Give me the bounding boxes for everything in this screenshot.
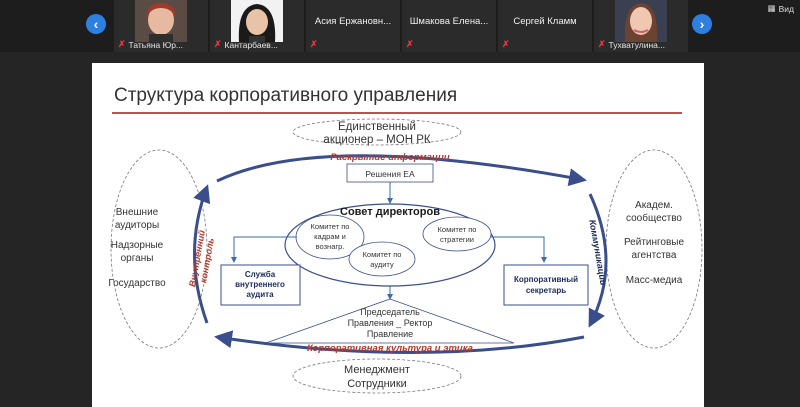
internal-audit-line3: аудита [246, 290, 274, 299]
grid-icon: ▦ [767, 3, 776, 13]
mic-muted-icon: ✗ [406, 39, 414, 49]
participant-strip: ‹ ✗Татьяна Юр... ✗Кантарбаев... Асия Ерж… [0, 0, 800, 52]
right-oval-line5: Масс-медиа [626, 275, 683, 286]
management-line2: Сотрудники [347, 378, 407, 390]
internal-audit-box [220, 264, 301, 306]
audit-committee-line2: аудиту [370, 260, 394, 269]
board-label: Совет директоров [340, 206, 440, 218]
participant-tile-5[interactable]: Сергей Кламм ✗ [498, 0, 592, 52]
participant-tile-2[interactable]: ✗Кантарбаев... [210, 0, 304, 52]
internal-audit-line2: внутреннего [235, 280, 285, 289]
participant-tile-4[interactable]: Шмакова Елена... ✗ [402, 0, 496, 52]
left-oval-line1: Внешние [116, 207, 159, 218]
strategy-committee-line2: стратегии [440, 235, 474, 244]
governance-diagram: Единственный акционер – МОН РК Раскрытие… [108, 118, 703, 394]
decisions-label: Решения ЕА [365, 169, 415, 179]
right-oval-line4: агентства [632, 250, 677, 261]
left-oval-line4: органы [121, 253, 154, 264]
participant-video-2 [231, 0, 283, 42]
hr-committee-line2: кадрам и [314, 232, 346, 241]
shareholder-oval [292, 118, 462, 146]
participant-video-1 [135, 0, 187, 42]
communications-arrow [588, 193, 608, 328]
disclosure-label: Раскрытие информации [330, 152, 449, 163]
corp-secretary-line1: Корпоративный [514, 275, 578, 284]
slide-title: Структура корпоративного управления [114, 85, 458, 106]
hr-committee-line1: Комитет по [311, 222, 350, 231]
mic-muted-icon: ✗ [502, 39, 510, 49]
right-oval-line3: Рейтинговые [624, 237, 685, 248]
stakeholders-left-oval [110, 149, 208, 349]
participant-name-6: Тухватулина... [608, 39, 665, 50]
internal-control-arrow [193, 184, 211, 324]
culture-label: Корпоративная культура и этика [307, 343, 473, 354]
shared-slide: Структура корпоративного управления [92, 63, 704, 407]
audit-committee-line1: Комитет по [363, 250, 402, 259]
hr-committee-line3: вознагр. [316, 242, 345, 251]
corp-secretary-box [503, 264, 589, 306]
chairman-line3: Правление [367, 329, 413, 339]
right-oval-line1: Академ. [635, 200, 673, 211]
left-oval-line3: Надзорные [111, 240, 164, 251]
participant-name-1: Татьяна Юр... [128, 39, 184, 50]
audit-link-arrow [231, 236, 297, 263]
mic-muted-icon: ✗ [118, 39, 126, 49]
participant-name-5: Сергей Кламм [513, 16, 577, 27]
chairman-line2: Правления _ Ректор [348, 318, 433, 328]
shareholder-line1: Единственный [338, 121, 416, 133]
participant-name-2: Кантарбаев... [224, 39, 278, 50]
internal-audit-line1: Служба [245, 270, 276, 279]
next-page-button[interactable]: › [692, 14, 712, 34]
audit-committee-oval [348, 241, 416, 277]
view-label: Вид [778, 3, 794, 14]
participant-name-4: Шмакова Елена... [409, 16, 489, 27]
shareholder-line2: акционер – МОН РК [323, 134, 430, 146]
management-line1: Менеджмент [344, 364, 410, 376]
participant-tile-6[interactable]: ✗Тухватулина... [594, 0, 688, 52]
strategy-committee-line1: Комитет по [438, 225, 477, 234]
culture-arrow [214, 330, 585, 354]
mic-muted-icon: ✗ [214, 39, 222, 49]
management-oval [292, 358, 462, 394]
strategy-committee-oval [422, 216, 492, 252]
right-oval-line2: сообщество [626, 212, 682, 224]
stakeholders-right-oval [605, 149, 703, 349]
mic-muted-icon: ✗ [598, 39, 606, 49]
participant-video-6 [615, 0, 667, 42]
left-oval-line5: Государство [108, 278, 166, 289]
title-divider [112, 112, 682, 114]
chairman-line1: Председатель [360, 307, 420, 317]
secretary-link-arrow [491, 236, 547, 263]
chairman-triangle [265, 298, 515, 344]
disclosure-arrow [216, 154, 587, 187]
prev-page-button[interactable]: ‹ [86, 14, 106, 34]
mic-muted-icon: ✗ [310, 39, 318, 49]
view-button[interactable]: ▦ Вид [768, 3, 794, 14]
corp-secretary-line2: секретарь [526, 286, 566, 295]
participant-tile-1[interactable]: ✗Татьяна Юр... [114, 0, 208, 52]
participant-name-3: Асия Ержановн... [314, 16, 392, 27]
left-oval-line2: аудиторы [115, 220, 159, 231]
participant-tile-3[interactable]: Асия Ержановн... ✗ [306, 0, 400, 52]
